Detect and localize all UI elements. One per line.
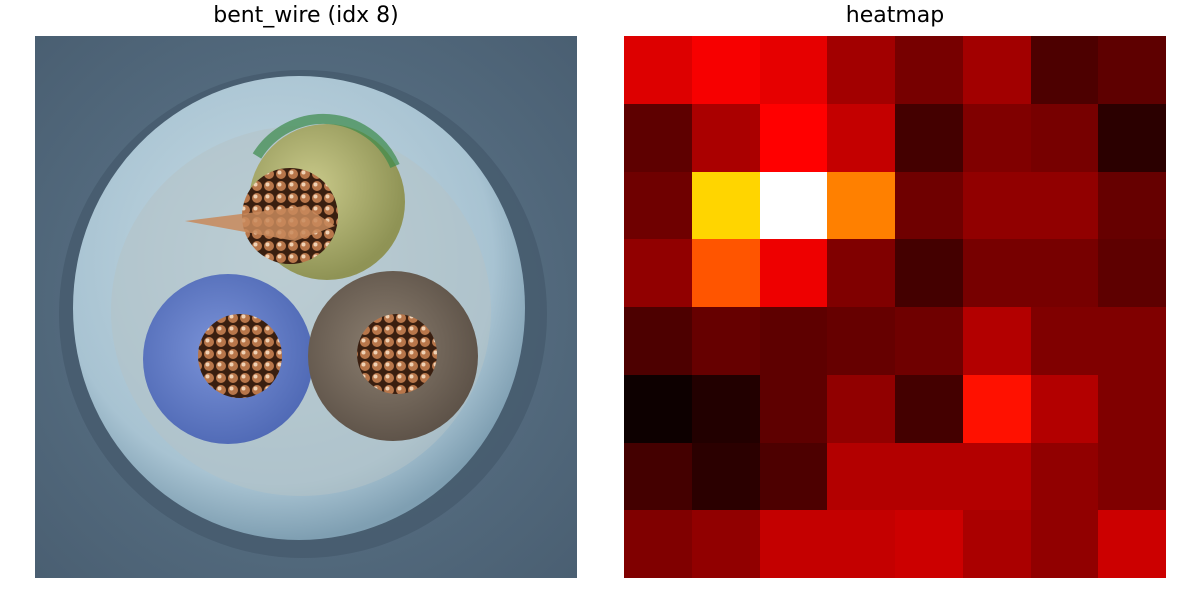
heatmap-title: heatmap (845, 3, 945, 28)
heatmap-cell (1030, 239, 1099, 307)
heatmap-cell (1098, 510, 1166, 578)
heatmap-cell (827, 103, 895, 172)
heatmap-cell (624, 103, 692, 172)
heatmap-cell (827, 239, 895, 307)
heatmap-cell (691, 510, 760, 578)
heatmap-cell (1030, 36, 1099, 104)
heatmap-cell (759, 36, 828, 104)
heatmap-cell (624, 374, 692, 443)
heatmap-cell (759, 374, 828, 443)
heatmap-cell (1098, 442, 1166, 511)
heatmap-cell (895, 510, 963, 578)
heatmap-cell (827, 171, 895, 240)
heatmap-cell (1030, 442, 1099, 511)
heatmap-cell (691, 442, 760, 511)
heatmap-cell (895, 36, 963, 104)
heatmap-cell (624, 307, 692, 375)
heatmap-cell (691, 103, 760, 172)
heatmap-cell (1098, 239, 1166, 307)
heatmap-cell (962, 374, 1031, 443)
cable-photo (35, 36, 577, 578)
heatmap-cell (691, 374, 760, 443)
heatmap-cell (827, 442, 895, 511)
heatmap-cell (827, 510, 895, 578)
heatmap-cell (759, 103, 828, 172)
heatmap-cell (895, 307, 963, 375)
image-title: bent_wire (idx 8) (213, 3, 399, 28)
heatmap-cell (1030, 103, 1099, 172)
heatmap-cell (962, 171, 1031, 240)
heatmap-cell (827, 374, 895, 443)
heatmap-cell (827, 307, 895, 375)
heatmap-cell (1098, 374, 1166, 443)
heatmap-cell (895, 239, 963, 307)
heatmap-cell (1030, 307, 1099, 375)
heatmap-cell (962, 510, 1031, 578)
heatmap-cell (895, 103, 963, 172)
heatmap-cell (1030, 510, 1099, 578)
heatmap-cell (624, 510, 692, 578)
heatmap-cell (1098, 307, 1166, 375)
heatmap-cell (1030, 171, 1099, 240)
heatmap-cell (691, 239, 760, 307)
heatmap-cell (895, 442, 963, 511)
heatmap-cell (691, 36, 760, 104)
heatmap-cell (759, 171, 828, 240)
heatmap-cell (962, 442, 1031, 511)
heatmap-cell (624, 171, 692, 240)
heatmap-cell (1030, 374, 1099, 443)
heatmap-cell (1098, 36, 1166, 104)
heatmap-cell (759, 239, 828, 307)
cable-cross-section-image (35, 36, 577, 578)
heatmap-grid (624, 36, 1166, 578)
heatmap (624, 36, 1166, 578)
heatmap-cell (759, 442, 828, 511)
heatmap-cell (962, 103, 1031, 172)
heatmap-cell (691, 171, 760, 240)
heatmap-cell (962, 36, 1031, 104)
heatmap-cell (962, 307, 1031, 375)
heatmap-cell (1098, 103, 1166, 172)
heatmap-cell (895, 171, 963, 240)
heatmap-cell (624, 442, 692, 511)
heatmap-cell (759, 307, 828, 375)
heatmap-cell (1098, 171, 1166, 240)
heatmap-cell (624, 239, 692, 307)
heatmap-cell (962, 239, 1031, 307)
heatmap-cell (624, 36, 692, 104)
heatmap-cell (759, 510, 828, 578)
heatmap-cell (895, 374, 963, 443)
heatmap-cell (691, 307, 760, 375)
heatmap-cell (827, 36, 895, 104)
